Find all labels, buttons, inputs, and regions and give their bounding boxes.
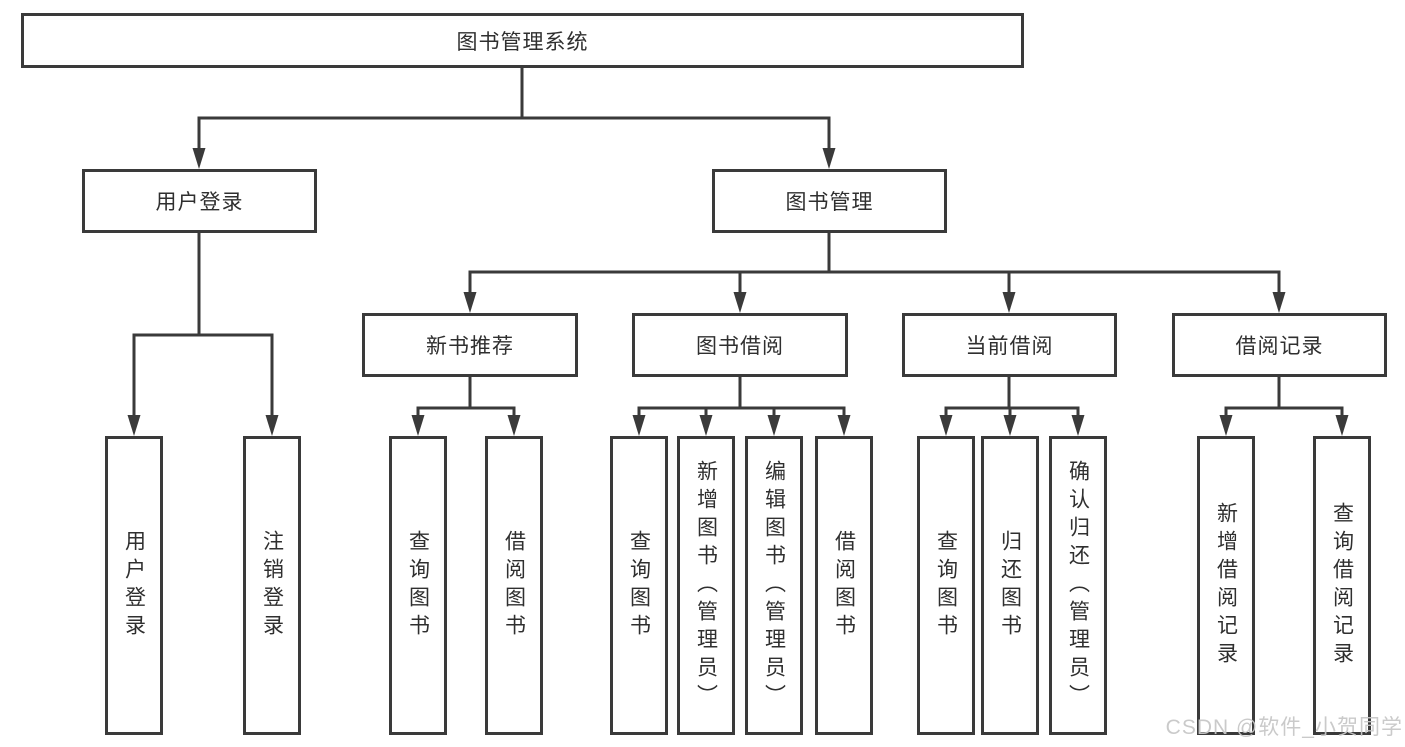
connector-current-borrow-branch	[944, 377, 1080, 416]
leaf-borrow-books-borrowing: 借阅图书	[815, 436, 873, 735]
connector-user-login-branch	[132, 233, 274, 416]
leaf-query-books-borrowing: 查询图书	[610, 436, 668, 735]
leaf-add-borrow-record-label: 新增借阅记录	[1214, 501, 1238, 670]
node-current-borrowing: 当前借阅	[902, 313, 1117, 377]
leaf-confirm-return-admin-label: 确认归还（管理员）	[1066, 459, 1090, 712]
connector-new-book-branch	[416, 377, 516, 416]
connector-book-borrow-branch	[637, 377, 846, 416]
node-book-borrowing-label: 图书借阅	[696, 335, 784, 358]
watermark: CSDN @软件_小贺同学	[1165, 716, 1403, 739]
node-book-borrowing: 图书借阅	[632, 313, 848, 377]
leaf-edit-books-admin: 编辑图书（管理员）	[745, 436, 803, 735]
leaf-user-login: 用户登录	[105, 436, 163, 735]
node-current-borrowing-label: 当前借阅	[965, 335, 1054, 358]
node-root: 图书管理系统	[21, 13, 1024, 68]
leaf-logout-login: 注销登录	[243, 436, 301, 735]
leaf-return-books: 归还图书	[981, 436, 1039, 735]
connector-borrow-record-branch	[1224, 377, 1344, 416]
leaf-query-borrow-record-label: 查询借阅记录	[1330, 501, 1354, 670]
leaf-query-borrow-record: 查询借阅记录	[1313, 436, 1371, 735]
leaf-confirm-return-admin: 确认归还（管理员）	[1049, 436, 1107, 735]
node-user-login-label: 用户登录	[155, 191, 244, 214]
leaf-query-books-borrowing-label: 查询图书	[627, 529, 651, 642]
leaf-query-books-current-label: 查询图书	[934, 529, 958, 642]
leaf-logout-login-label: 注销登录	[260, 529, 284, 642]
leaf-borrow-books-recommend-label: 借阅图书	[502, 529, 526, 642]
leaf-borrow-books-recommend: 借阅图书	[485, 436, 543, 735]
arrowheads	[127, 148, 1349, 436]
leaf-add-books-admin-label: 新增图书（管理员）	[694, 459, 718, 712]
leaf-return-books-label: 归还图书	[998, 529, 1022, 642]
leaf-user-login-label: 用户登录	[122, 529, 146, 642]
node-new-book-recommend-label: 新书推荐	[426, 335, 514, 358]
node-book-management-label: 图书管理	[785, 191, 874, 214]
node-root-label: 图书管理系统	[456, 30, 589, 54]
leaf-edit-books-admin-label: 编辑图书（管理员）	[762, 459, 786, 712]
leaf-add-borrow-record: 新增借阅记录	[1197, 436, 1255, 735]
node-borrowing-records: 借阅记录	[1172, 313, 1387, 377]
leaf-query-books-current: 查询图书	[917, 436, 975, 735]
connector-book-mgmt-branch	[468, 233, 1281, 293]
connector-root-branch	[197, 68, 831, 149]
node-book-management: 图书管理	[712, 169, 947, 233]
leaf-add-books-admin: 新增图书（管理员）	[677, 436, 735, 735]
leaf-borrow-books-borrowing-label: 借阅图书	[832, 529, 856, 642]
node-new-book-recommend: 新书推荐	[362, 313, 578, 377]
node-user-login: 用户登录	[82, 169, 317, 233]
leaf-query-books-recommend: 查询图书	[389, 436, 447, 735]
node-borrowing-records-label: 借阅记录	[1235, 335, 1324, 358]
leaf-query-books-recommend-label: 查询图书	[406, 529, 430, 642]
